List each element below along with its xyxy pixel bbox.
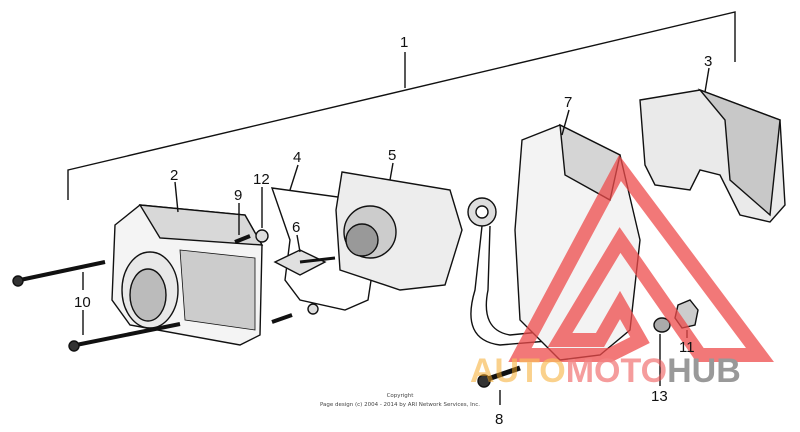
assembly-bracket	[67, 11, 736, 200]
callout-4: 4	[293, 149, 301, 166]
callout-7: 7	[564, 94, 572, 111]
bulb-part-6	[273, 234, 336, 276]
screw-part-9	[234, 203, 293, 324]
copyright-line-1: Copyright	[386, 393, 414, 399]
logo-triangle-icon	[508, 155, 774, 362]
logo-moto: MOTO	[566, 352, 667, 390]
callout-2: 2	[170, 167, 178, 184]
callout-9: 9	[234, 187, 242, 204]
callout-13: 13	[651, 388, 668, 405]
screw-part-8	[477, 365, 521, 405]
callout-5: 5	[388, 147, 396, 164]
leader-7	[561, 109, 570, 136]
watermark-logo: AUTOMOTOHUB	[470, 155, 774, 390]
callout-11: 11	[679, 339, 695, 356]
logo-auto: AUTO	[470, 352, 566, 390]
callout-10: 10	[74, 294, 91, 311]
lens-part-2	[111, 204, 264, 346]
washer-part-13	[653, 317, 671, 386]
socket-base-part-5	[335, 171, 463, 291]
leader-4	[289, 164, 299, 191]
washer-part-12	[255, 187, 319, 315]
leader-3	[704, 67, 710, 93]
svg-text:AUTOMOTOHUB: AUTOMOTOHUB	[470, 352, 741, 390]
leader-2	[174, 181, 179, 213]
screw-part-10	[12, 260, 181, 352]
logo-hub: HUB	[667, 352, 741, 390]
callout-6: 6	[292, 219, 300, 236]
callout-8: 8	[495, 411, 503, 428]
leader-5	[389, 162, 394, 181]
copyright-line-2: Page design (c) 2004 - 2014 by ARI Netwo…	[319, 402, 481, 408]
callout-1: 1	[400, 34, 408, 51]
callout-3: 3	[704, 53, 712, 70]
housing-part-3	[639, 88, 786, 223]
callout-12: 12	[253, 171, 270, 188]
wire-harness	[467, 197, 561, 346]
